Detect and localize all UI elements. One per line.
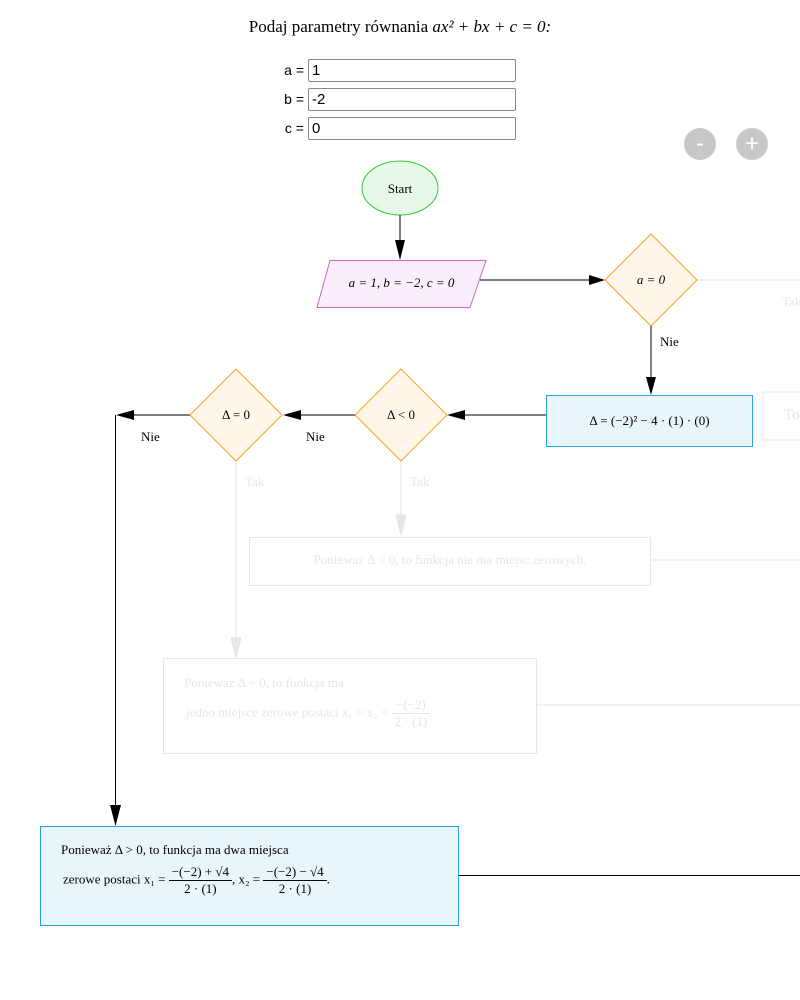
label-a: a = [284,62,304,78]
input-a[interactable] [308,59,516,82]
two-roots-node [40,826,459,926]
yes-label-a: Tak [782,294,800,309]
cond-neg-label: Δ < 0 [387,407,415,422]
input-node [316,260,487,308]
delta-calc-node [546,395,753,447]
arrowhead [230,637,242,659]
one-root-line2: jedno miejsce zerowe postaci x₁ = x₂ = −… [186,697,434,729]
cond-zero-label: Δ = 0 [222,407,250,422]
no-roots-label: Ponieważ Δ < 0, to funkcja nie ma miejsc… [313,552,587,567]
arrowhead [395,514,407,536]
zoom-in-button[interactable]: + [736,128,768,160]
inactive-branches [163,279,800,754]
yes-label-zero: Tak [245,474,265,489]
box-faded-right [762,391,800,441]
arrowhead [447,410,465,420]
arrowhead [110,805,121,826]
start-label: Start [387,181,413,196]
no-label-zero: Nie [141,429,160,444]
no-label-neg: Nie [306,429,325,444]
faded-right-label: To [784,407,800,423]
input-c[interactable] [308,117,516,140]
box-no-roots [249,537,651,586]
no-label-a: Nie [660,334,679,349]
arrowhead [283,410,301,420]
decision-delta-neg [354,368,448,462]
zoom-out-button[interactable]: - [684,128,716,160]
decision-delta-zero [189,368,283,462]
two-roots-line1: Ponieważ Δ > 0, to funkcja ma dwa miejsc… [61,842,289,857]
arrowhead [589,275,605,285]
box-one-root [163,658,537,754]
arrowhead [395,240,405,260]
cond-a-label: a = 0 [636,272,666,287]
arrowhead [646,377,656,395]
input-b[interactable] [308,88,516,111]
label-c: c = [284,120,304,136]
title-equation: ax² + bx + c = 0: [432,17,552,36]
page-title: Podaj parametry równania ax² + bx + c = … [0,17,800,37]
one-root-line1: Ponieważ Δ = 0, to funkcja ma [184,675,344,690]
label-b: b = [284,91,304,107]
title-text: Podaj parametry równania [248,17,429,36]
arrowhead [116,410,134,420]
yes-label-neg: Tak [410,474,430,489]
delta-calc-label: Δ = (−2)² − 4 · (1) · (0) [589,413,710,428]
input-label: a = 1, b = −2, c = 0 [348,275,455,290]
